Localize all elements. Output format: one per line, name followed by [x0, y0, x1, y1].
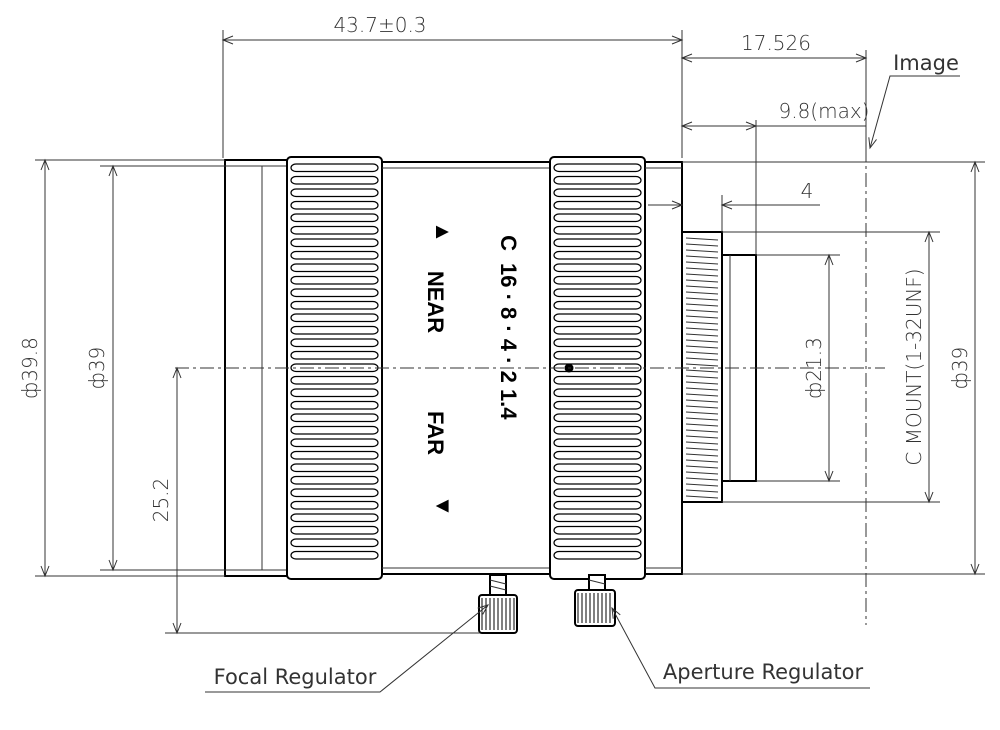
- focal-regulator-label: Focal Regulator: [214, 665, 377, 689]
- image-plane-label: Image: [893, 51, 959, 75]
- far-text: FAR: [423, 411, 448, 455]
- aperture-regulator-label: Aperture Regulator: [663, 660, 864, 684]
- dim-flange-to-image: 17.526: [741, 31, 811, 55]
- near-text: NEAR: [423, 271, 448, 333]
- dimension-texts: 43.7±0.3 17.526 9.8(max) 4 ф39.8 ф39 25.…: [18, 13, 972, 522]
- far-arrow-glyph: ▼: [431, 495, 456, 517]
- thread-lines: [685, 237, 719, 499]
- aperture-ring-knurl: [553, 163, 642, 560]
- callout-labels: Image Focal Regulator Aperture Regulator: [214, 51, 959, 689]
- focus-ring-knurl: [290, 163, 379, 560]
- near-arrow-glyph: ▲: [431, 221, 456, 243]
- dim-back-protrusion: 9.8(max): [779, 99, 870, 123]
- dim-axis-height: 25.2: [149, 478, 173, 523]
- focal-regulator-screw: [478, 574, 518, 634]
- dim-rear-diameter: ф39: [948, 347, 972, 390]
- dim-overall-length: 43.7±0.3: [333, 13, 426, 37]
- dim-mount-step: 4: [801, 179, 814, 203]
- f-number-scale: 16 · 8 · 4 · 2 1.4: [496, 263, 521, 420]
- dim-body-diameter: ф39: [85, 347, 109, 390]
- dimension-lines: [35, 30, 985, 693]
- lens-markings: ▲ NEAR FAR ▼ C 16 · 8 · 4 · 2 1.4: [423, 221, 521, 517]
- dim-rear-barrel-diameter: ф21.3: [802, 337, 826, 399]
- aperture-regulator-screw: [574, 574, 616, 627]
- lens-body: [224, 156, 757, 634]
- dim-mount-thread: C MOUNT(1-32UNF): [902, 268, 926, 465]
- c-mount-thread: [681, 231, 723, 503]
- dim-body-diameter-max: ф39.8: [18, 337, 42, 399]
- mount-letter: C: [496, 235, 521, 251]
